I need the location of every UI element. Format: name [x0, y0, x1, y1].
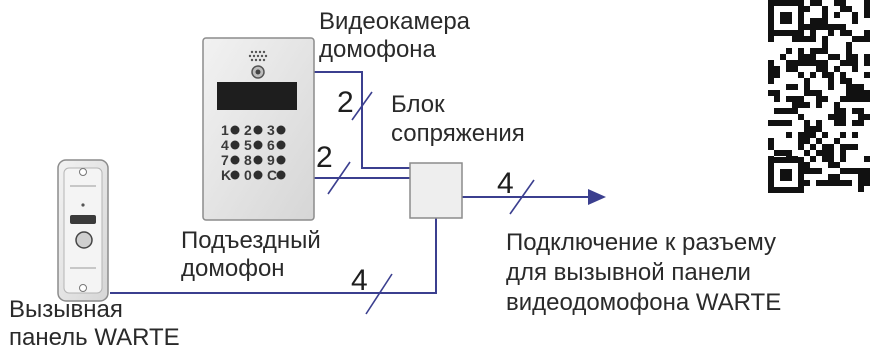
wires [110, 71, 592, 294]
wire-count-camera: 2 [337, 86, 354, 119]
wire-call-panel [110, 218, 437, 294]
entrance-intercom-label-line-1: Подъездный [181, 227, 321, 254]
connection-label: Подключение к разъему для вызывной панел… [506, 228, 781, 318]
keypad-button-icon [276, 155, 286, 165]
connection-label-line-3: видеодомофона WARTE [506, 289, 782, 316]
keypad-key-6: 6 [267, 137, 275, 153]
keypad-key-C: C [267, 167, 277, 183]
keypad-key-2: 2 [244, 122, 252, 138]
indicator-dot-icon [81, 203, 85, 207]
keypad-button-icon [276, 125, 286, 135]
entrance-intercom-label: Подъездный домофон [181, 227, 321, 283]
call-button-icon [75, 231, 93, 249]
keypad-button-icon [276, 140, 286, 150]
keypad-key-0: 0 [244, 167, 252, 183]
connection-label-line-1: Подключение к разъему [506, 229, 777, 256]
keypad-key-4: 4 [221, 137, 229, 153]
keypad-button-icon [230, 140, 240, 150]
intercom-display [217, 82, 297, 110]
keypad-key-K: K [221, 167, 231, 183]
qr-code-image [768, 0, 870, 193]
speaker-grille-icon [248, 50, 268, 62]
interface-block-label: Блок сопряжения [391, 90, 525, 148]
slash-output [509, 179, 535, 215]
keypad-key-8: 8 [244, 152, 252, 168]
call-panel-camera [70, 215, 96, 224]
keypad-button-icon [253, 170, 263, 180]
slash-camera [351, 91, 373, 121]
keypad-button-icon [253, 155, 263, 165]
call-panel-warte [57, 159, 109, 302]
slash-call-panel [365, 273, 393, 315]
screw-bottom-icon [79, 284, 87, 292]
wire-count-call-panel: 4 [351, 264, 368, 297]
keypad-key-5: 5 [244, 137, 252, 153]
camera-label-line-1: Видеокамера [319, 8, 471, 35]
arrow-head-icon [588, 189, 606, 205]
keypad-button-icon [253, 140, 263, 150]
keypad-key-7: 7 [221, 152, 229, 168]
interface-block [409, 162, 463, 219]
call-panel-label-line-2: панель WARTE [9, 324, 180, 351]
keypad-button-icon [230, 155, 240, 165]
keypad-button-icon [230, 170, 240, 180]
call-panel-label: Вызывная панель WARTE [9, 296, 180, 352]
interface-block-label-line-2: сопряжения [391, 120, 525, 147]
connection-label-line-2: для вызывной панели [506, 259, 751, 286]
screw-top-icon [79, 168, 87, 176]
camera-label-line-2: домофона [319, 36, 436, 63]
call-panel-label-line-1: Вызывная [9, 296, 123, 323]
entrance-intercom-label-line-2: домофон [181, 255, 285, 282]
keypad-button-icon [253, 125, 263, 135]
keypad-key-9: 9 [267, 152, 275, 168]
slash-keypad [327, 161, 351, 195]
wire-count-slashes [327, 91, 535, 315]
keypad-key-1: 1 [221, 122, 229, 138]
keypad-key-3: 3 [267, 122, 275, 138]
wire-count-keypad: 2 [316, 141, 333, 174]
keypad-button-icon [276, 170, 286, 180]
wire-count-output: 4 [497, 167, 514, 200]
camera-label: Видеокамера домофона [319, 8, 470, 64]
interface-block-label-line-1: Блок [391, 91, 445, 118]
keypad-button-icon [230, 125, 240, 135]
wire-camera [314, 71, 412, 169]
